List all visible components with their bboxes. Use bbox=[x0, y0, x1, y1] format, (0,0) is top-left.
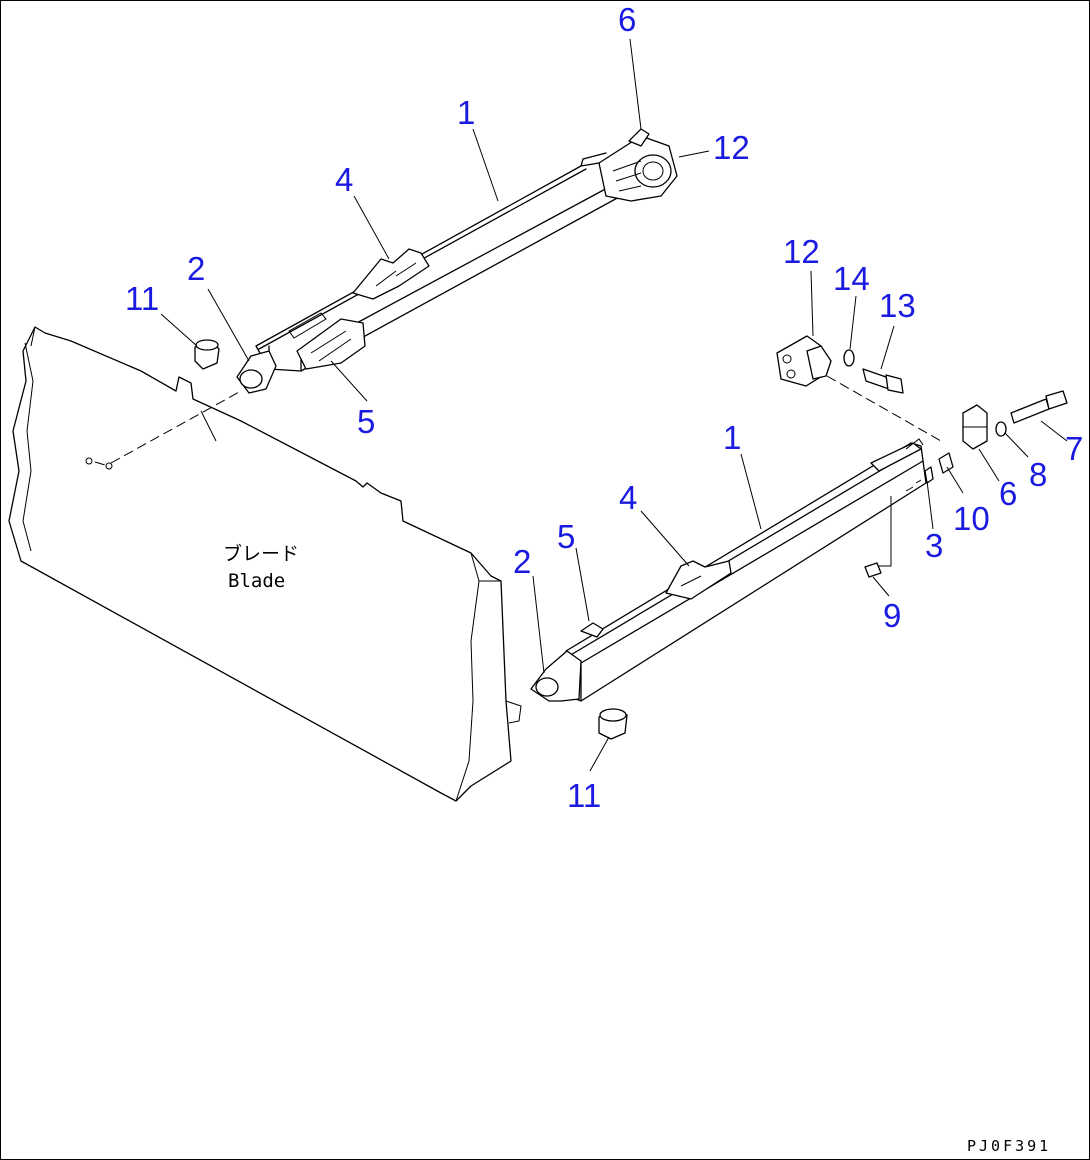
callout-numbers: 6 1 12 4 2 11 5 12 14 13 1 7 8 6 10 3 4 … bbox=[125, 1, 1083, 814]
callout-6-bottom: 6 bbox=[999, 475, 1017, 512]
callout-8: 8 bbox=[1029, 456, 1047, 493]
leader-cap-path bbox=[826, 375, 942, 442]
callout-14: 14 bbox=[833, 260, 870, 297]
plate-3 bbox=[924, 466, 934, 484]
callout-11-top: 11 bbox=[125, 280, 159, 317]
cap-6-lower bbox=[962, 404, 988, 450]
figure-code: PJ0F391 bbox=[967, 1137, 1051, 1155]
leader-lines bbox=[160, 38, 1068, 772]
callout-12-top: 12 bbox=[713, 129, 750, 166]
callout-1-bottom: 1 bbox=[723, 419, 741, 456]
callout-12-right: 12 bbox=[783, 233, 820, 270]
callout-7: 7 bbox=[1065, 430, 1083, 467]
bushing-upper bbox=[194, 339, 220, 370]
bushing-lower bbox=[598, 708, 628, 740]
blade-label-jp: ブレード bbox=[223, 542, 299, 565]
callout-3: 3 bbox=[925, 527, 943, 564]
frame-upper bbox=[236, 128, 678, 394]
callout-2-bottom: 2 bbox=[513, 543, 531, 580]
trunnion-cap bbox=[776, 335, 832, 387]
callout-5-top: 5 bbox=[357, 403, 375, 440]
callout-1-top: 1 bbox=[457, 94, 475, 131]
callout-13: 13 bbox=[879, 287, 916, 324]
frame-lower bbox=[530, 438, 927, 702]
callout-11-bottom: 11 bbox=[567, 777, 601, 814]
washer-14 bbox=[843, 349, 855, 367]
callout-4-bottom: 4 bbox=[619, 479, 637, 516]
callout-6-top: 6 bbox=[618, 1, 636, 38]
bolt-13 bbox=[862, 368, 904, 394]
washer-8 bbox=[995, 421, 1007, 437]
blade-label-en: Blade bbox=[228, 570, 285, 592]
bolt-7 bbox=[1010, 390, 1068, 424]
callout-4-top: 4 bbox=[335, 161, 353, 198]
callout-9: 9 bbox=[883, 597, 901, 634]
callout-5-bottom: 5 bbox=[557, 518, 575, 555]
nut-9 bbox=[864, 562, 882, 578]
blade: ブレード Blade bbox=[8, 326, 522, 802]
callout-2-top: 2 bbox=[187, 250, 205, 287]
shim-10 bbox=[938, 452, 954, 474]
callout-10: 10 bbox=[953, 500, 990, 537]
